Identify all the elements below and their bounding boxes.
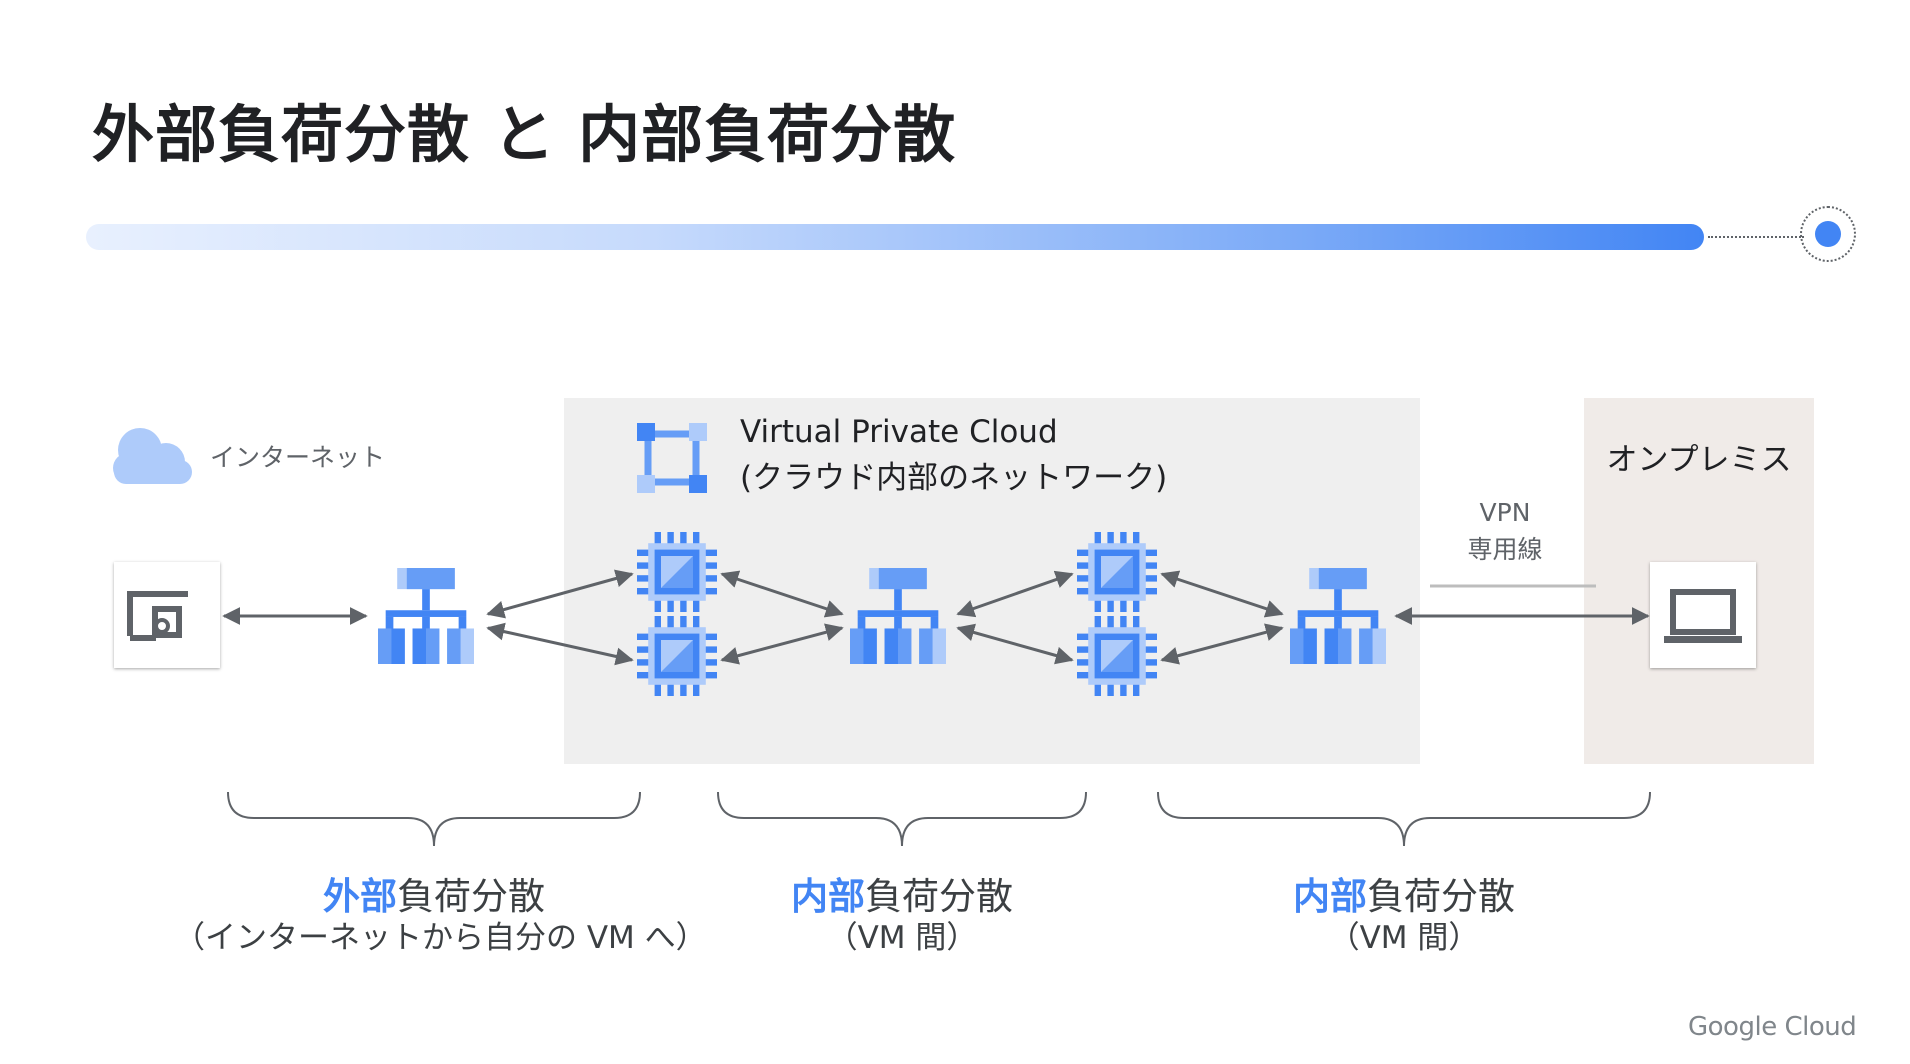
arrow-lb-to-vm bbox=[956, 623, 1074, 665]
section-label-rest: 負荷分散 bbox=[1367, 875, 1515, 918]
internal-load-balancer-1-icon bbox=[850, 568, 946, 664]
progress-bar bbox=[86, 224, 1704, 250]
section-label-accent: 外部 bbox=[323, 875, 397, 918]
section-sub-external: （インターネットから自分の VM へ） bbox=[174, 920, 707, 956]
onprem-label: オンプレミス bbox=[1606, 442, 1792, 478]
cloud-icon bbox=[113, 428, 192, 484]
internet-label: インターネット bbox=[210, 443, 386, 472]
arrow-vm-to-lb bbox=[1160, 623, 1284, 665]
progress-dotted-line bbox=[1708, 236, 1804, 238]
brace-external bbox=[227, 791, 641, 847]
internal-load-balancer-2-icon bbox=[1290, 568, 1386, 664]
vpc-title: Virtual Private Cloud bbox=[740, 414, 1058, 450]
onprem-laptop-card bbox=[1650, 562, 1756, 668]
devices-icon bbox=[127, 591, 188, 641]
section-label-rest: 負荷分散 bbox=[397, 875, 545, 918]
vpc-subtitle: (クラウド内部のネットワーク) bbox=[740, 460, 1168, 496]
page-title: 外部負荷分散 と 内部負荷分散 bbox=[92, 98, 957, 171]
section-label-accent: 内部 bbox=[791, 875, 865, 918]
vm-instance-icon bbox=[1077, 616, 1157, 696]
vpc-icon bbox=[637, 423, 707, 493]
brace-internal-2 bbox=[1157, 791, 1651, 847]
progress-end-dot bbox=[1815, 221, 1841, 247]
arrow-vm-to-lb bbox=[720, 623, 844, 665]
brace-internal-1 bbox=[717, 791, 1087, 847]
external-load-balancer-icon bbox=[378, 568, 474, 664]
section-label-rest: 負荷分散 bbox=[865, 875, 1013, 918]
section-label-internal-1: 内部負荷分散 bbox=[642, 866, 1162, 920]
dedicated-line-label: 専用線 bbox=[1467, 535, 1543, 564]
vm-instance-icon bbox=[1077, 532, 1157, 612]
progress-end-ring bbox=[1800, 206, 1856, 262]
arrow-lb-to-vm bbox=[956, 570, 1074, 618]
vpn-label: VPN bbox=[1479, 498, 1531, 527]
arrow-vm-to-lb bbox=[720, 570, 844, 618]
laptop-icon bbox=[1664, 589, 1742, 643]
section-label-internal-2: 内部負荷分散 bbox=[1144, 866, 1664, 920]
vm-instance-icon bbox=[637, 616, 717, 696]
arrow-lb-to-vm bbox=[486, 622, 634, 666]
section-label-accent: 内部 bbox=[1293, 875, 1367, 918]
google-cloud-logo: Google Cloud bbox=[1688, 1012, 1857, 1042]
arrow-lb-to-vm bbox=[486, 569, 634, 619]
section-label-external: 外部負荷分散 bbox=[174, 866, 694, 920]
arrow-vm-to-lb bbox=[1160, 570, 1284, 618]
vm-instance-icon bbox=[637, 532, 717, 612]
section-sub-internal-2: （VM 間） bbox=[1328, 920, 1480, 956]
section-sub-internal-1: （VM 間） bbox=[826, 920, 978, 956]
